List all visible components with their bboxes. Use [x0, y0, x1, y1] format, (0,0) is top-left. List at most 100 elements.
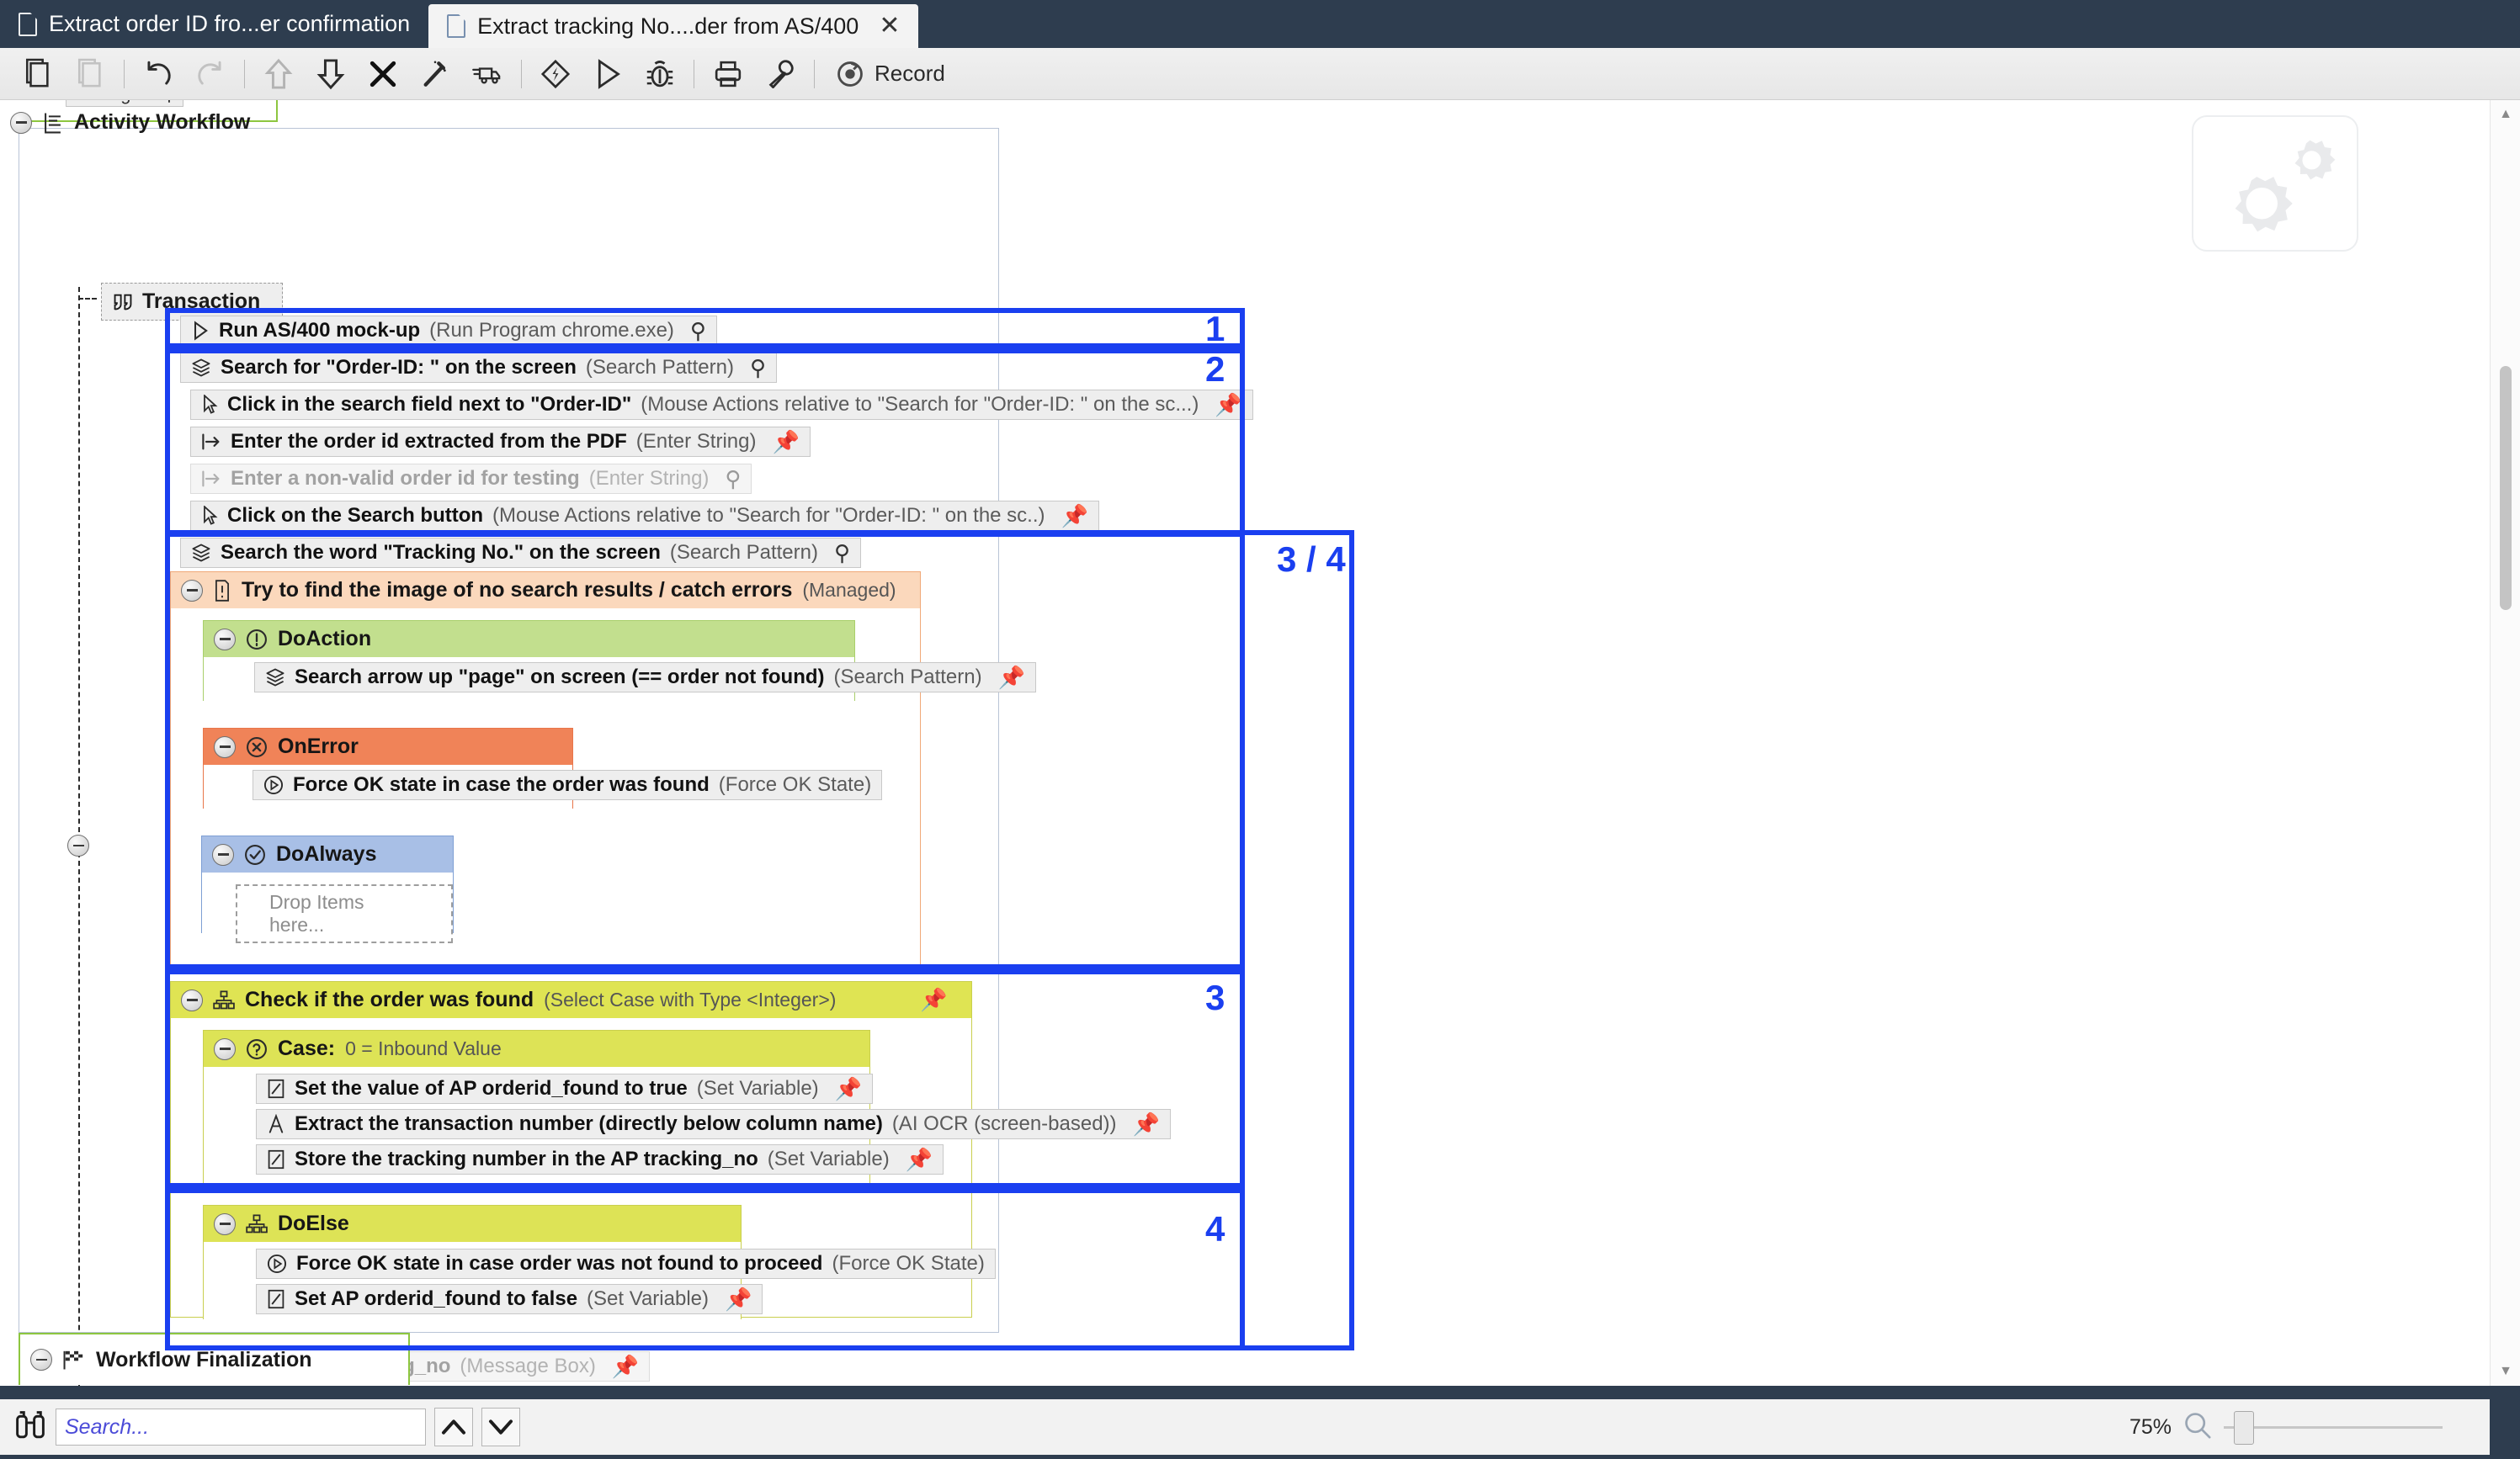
step-set-found-true[interactable]: Set the value of AP orderid_found to tru…	[256, 1074, 874, 1104]
collapse-icon[interactable]	[30, 1349, 52, 1371]
step-name: Click in the search field next to "Order…	[227, 393, 632, 416]
pin-icon[interactable]: 📌	[611, 1353, 640, 1379]
pin-icon[interactable]: ⚲	[689, 317, 706, 343]
step-search-tracking[interactable]: Search the word "Tracking No." on the sc…	[180, 538, 862, 568]
group-on-error-header[interactable]: OnError	[204, 729, 572, 765]
workflow-finalization-header[interactable]: Workflow Finalization	[19, 1333, 410, 1385]
step-type: (AI OCR (screen-based))	[891, 1112, 1117, 1135]
search-input[interactable]: Search...	[56, 1409, 426, 1446]
magnifier-icon[interactable]	[2183, 1411, 2212, 1444]
collapse-icon[interactable]	[10, 111, 32, 134]
step-enter-invalid[interactable]: Enter a non-valid order id for testing (…	[190, 464, 752, 494]
collapse-icon[interactable]	[214, 1037, 236, 1060]
pin-icon[interactable]: 📌	[1061, 502, 1088, 528]
group-case-zero[interactable]: Case: 0 = Inbound Value Set the value of…	[203, 1030, 1171, 1190]
scroll-up-icon[interactable]: ▲	[2499, 107, 2512, 121]
pin-icon[interactable]: ⚲	[749, 354, 766, 380]
zoom-slider[interactable]	[2224, 1411, 2443, 1445]
status-bar-inner: Search... 75%	[0, 1399, 2490, 1455]
close-icon[interactable]: ✕	[879, 12, 901, 40]
tree-connector-stub	[78, 298, 97, 300]
scroll-down-icon[interactable]: ▼	[2499, 1364, 2512, 1378]
group-do-always-header[interactable]: DoAlways	[202, 836, 453, 873]
group-do-action[interactable]: DoAction Search arrow up "page" on scree…	[203, 620, 1036, 701]
group-on-error[interactable]: OnError Force OK state in case the order…	[203, 728, 883, 809]
chevron-up-icon	[442, 1419, 465, 1435]
collapse-icon[interactable]	[214, 735, 236, 758]
group-select-case-header[interactable]: Check if the order was found (Select Cas…	[171, 982, 971, 1018]
zoom-slider-knob[interactable]	[2234, 1411, 2254, 1445]
step-click-search[interactable]: Click on the Search button (Mouse Action…	[190, 501, 1099, 531]
branch-collapse-icon[interactable]	[67, 835, 89, 857]
run-program-icon	[194, 321, 208, 341]
drop-zone[interactable]: Drop Items here...	[236, 884, 453, 943]
collapse-icon[interactable]	[214, 1212, 236, 1235]
binoculars-icon[interactable]	[13, 1409, 47, 1446]
pin-icon[interactable]: 📌	[920, 987, 948, 1012]
group-do-else[interactable]: DoElse Force OK state in case order was …	[203, 1205, 996, 1319]
pin-icon[interactable]: 📌	[834, 1075, 863, 1101]
workflow-finalization-label: Workflow Finalization	[96, 1347, 312, 1371]
step-type: (Message Box)	[460, 1355, 596, 1377]
copy-icon[interactable]	[12, 49, 64, 99]
step-extract-txn[interactable]: Extract the transaction number (directly…	[256, 1109, 1171, 1139]
tab-extract-tracking-no[interactable]: Extract tracking No....der from AS/400 ✕	[428, 4, 919, 48]
pin-icon[interactable]: 📌	[997, 664, 1025, 690]
collapse-icon[interactable]	[214, 628, 236, 650]
deploy-icon[interactable]	[461, 49, 513, 99]
step-store-tracking[interactable]: Store the tracking number in the AP trac…	[256, 1144, 944, 1175]
group-case-zero-header[interactable]: Case: 0 = Inbound Value	[204, 1031, 869, 1067]
quote-icon	[114, 294, 132, 310]
step-name: Force OK state in case order was not fou…	[296, 1252, 823, 1275]
pin-icon[interactable]: 📌	[905, 1146, 933, 1172]
tab-extract-order-id[interactable]: Extract order ID fro...er confirmation	[0, 0, 428, 48]
redo-icon[interactable]	[184, 49, 237, 99]
step-click-field[interactable]: Click in the search field next to "Order…	[190, 390, 1253, 420]
settings-chip[interactable]: Settings ⚲	[66, 100, 183, 107]
vertical-scrollbar[interactable]: ▲ ▼	[2490, 100, 2520, 1386]
workflow-canvas[interactable]: Settings ⚲ Activity Workflow Transaction…	[0, 100, 2520, 1386]
move-down-icon[interactable]	[305, 49, 357, 99]
record-button[interactable]: Record	[822, 49, 959, 99]
step-run-mockup[interactable]: Run AS/400 mock-up (Run Program chrome.e…	[180, 316, 717, 346]
group-select-case[interactable]: Check if the order was found (Select Cas…	[170, 981, 1171, 1319]
step-force-ok-found[interactable]: Force OK state in case the order was fou…	[253, 770, 883, 800]
pin-icon[interactable]: 📌	[725, 1286, 752, 1312]
pin-icon[interactable]: ⚲	[833, 539, 851, 565]
collapse-icon[interactable]	[212, 843, 234, 866]
print-icon[interactable]	[702, 49, 754, 99]
group-try-catch-header[interactable]: Try to find the image of no search resul…	[171, 572, 920, 608]
pin-icon[interactable]: 📌	[1132, 1111, 1160, 1137]
pin-icon[interactable]: ⚲	[162, 100, 176, 105]
paste-icon[interactable]	[64, 49, 116, 99]
step-search-arrow[interactable]: Search arrow up "page" on screen (== ord…	[254, 662, 1036, 692]
scroll-thumb[interactable]	[2500, 366, 2512, 610]
group-do-always-body[interactable]: Drop Items here...	[202, 873, 453, 943]
step-enter-orderid[interactable]: Enter the order id extracted from the PD…	[190, 427, 811, 457]
magic-wand-icon[interactable]	[409, 49, 461, 99]
step-force-ok-not-found[interactable]: Force OK state in case order was not fou…	[256, 1249, 996, 1279]
pin-icon[interactable]: ⚲	[725, 465, 742, 491]
record-icon	[837, 61, 863, 87]
search-prev-button[interactable]	[434, 1408, 473, 1446]
tools-icon[interactable]	[754, 49, 806, 99]
group-do-action-body: Search arrow up "page" on screen (== ord…	[204, 657, 1036, 701]
group-do-else-header[interactable]: DoElse	[204, 1206, 741, 1242]
group-try-catch[interactable]: Try to find the image of no search resul…	[170, 571, 1036, 974]
delete-icon[interactable]	[357, 49, 409, 99]
step-set-found-false[interactable]: Set AP orderid_found to false (Set Varia…	[256, 1284, 763, 1314]
search-next-button[interactable]	[481, 1408, 520, 1446]
collapse-icon[interactable]	[181, 579, 203, 602]
group-do-always[interactable]: DoAlways Drop Items here...	[201, 836, 454, 943]
validate-icon[interactable]	[529, 49, 582, 99]
step-search-orderid[interactable]: Search for "Order-ID: " on the screen (S…	[180, 353, 777, 383]
group-do-action-header[interactable]: DoAction	[204, 621, 854, 657]
pin-icon[interactable]: 📌	[772, 428, 800, 454]
settings-chip-label: Settings	[73, 100, 141, 105]
move-up-icon[interactable]	[253, 49, 305, 99]
debug-icon[interactable]	[634, 49, 686, 99]
collapse-icon[interactable]	[181, 989, 203, 1011]
run-icon[interactable]	[582, 49, 634, 99]
undo-icon[interactable]	[132, 49, 184, 99]
pin-icon[interactable]: 📌	[1215, 391, 1242, 417]
